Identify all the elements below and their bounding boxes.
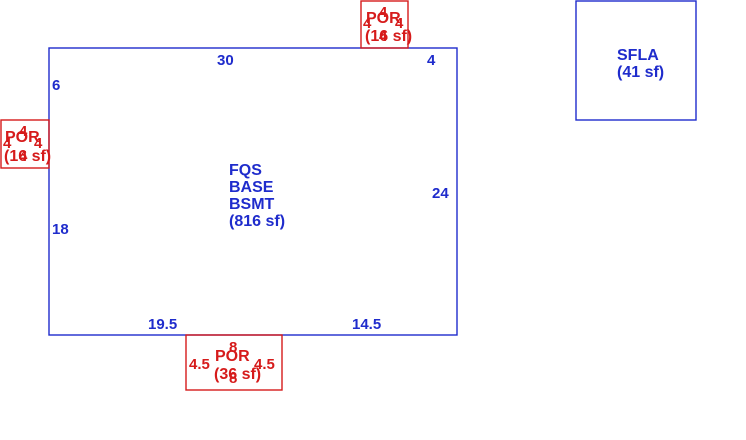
dim-right: 24: [432, 185, 449, 202]
sfla-outline: [575, 0, 697, 121]
dim-bottom-left: 19.5: [148, 316, 177, 333]
porch-bottom-dim-left: 4.5: [189, 356, 210, 373]
main-area-label-line-2: BASE: [229, 179, 274, 196]
porch-left-area: (16 sf): [4, 148, 51, 165]
dim-top-right: 4: [427, 52, 436, 69]
porch-top-name: POR: [366, 10, 401, 27]
porch-left-name: POR: [5, 129, 40, 146]
porch-top-dim-top: 4: [379, 4, 388, 21]
porch-top-dim-left: 4: [363, 15, 372, 32]
porch-top-area: (16 sf): [365, 28, 412, 45]
dim-bottom-right: 14.5: [352, 316, 381, 333]
dim-top: 30: [217, 52, 234, 69]
main-area-label-line-4: (816 sf): [229, 213, 285, 230]
main-area: FQS BASE BSMT (816 sf) 30 4 6 18 24 19.5…: [48, 47, 458, 336]
sfla-name: SFLA: [617, 47, 659, 64]
main-area-label-line-1: FQS: [229, 162, 262, 179]
porch-bottom: 8 POR 4.5 4.5 (36 sf) 8: [185, 334, 283, 391]
porch-bottom-dim-bottom: 8: [229, 370, 237, 387]
dim-left-lower: 18: [52, 221, 69, 238]
porch-bottom-dim-top: 8: [229, 339, 237, 356]
porch-left-outline: [0, 119, 50, 169]
porch-left-dim-bottom: 4: [19, 148, 28, 165]
main-area-label-line-3: BSMT: [229, 196, 275, 213]
porch-left-dim-top: 4: [19, 123, 28, 140]
porch-bottom-name: POR: [215, 348, 250, 365]
porch-top-dim-right: 4: [395, 15, 404, 32]
porch-bottom-outline: [185, 334, 283, 391]
sfla-area-value: (41 sf): [617, 64, 664, 81]
sfla-area: SFLA (41 sf): [575, 0, 697, 121]
porch-top-dim-bottom: 4: [379, 28, 388, 45]
porch-top: 4 POR 4 4 (16 sf) 4: [360, 0, 412, 49]
porch-bottom-area: (36 sf): [214, 366, 261, 383]
porch-top-outline: [360, 0, 409, 49]
dim-left-upper: 6: [52, 77, 60, 94]
porch-left: 4 POR 4 4 (16 sf) 4: [0, 119, 51, 169]
porch-left-dim-left: 4: [3, 135, 12, 152]
porch-left-dim-right: 4: [34, 135, 43, 152]
porch-bottom-dim-right: 4.5: [254, 356, 275, 373]
